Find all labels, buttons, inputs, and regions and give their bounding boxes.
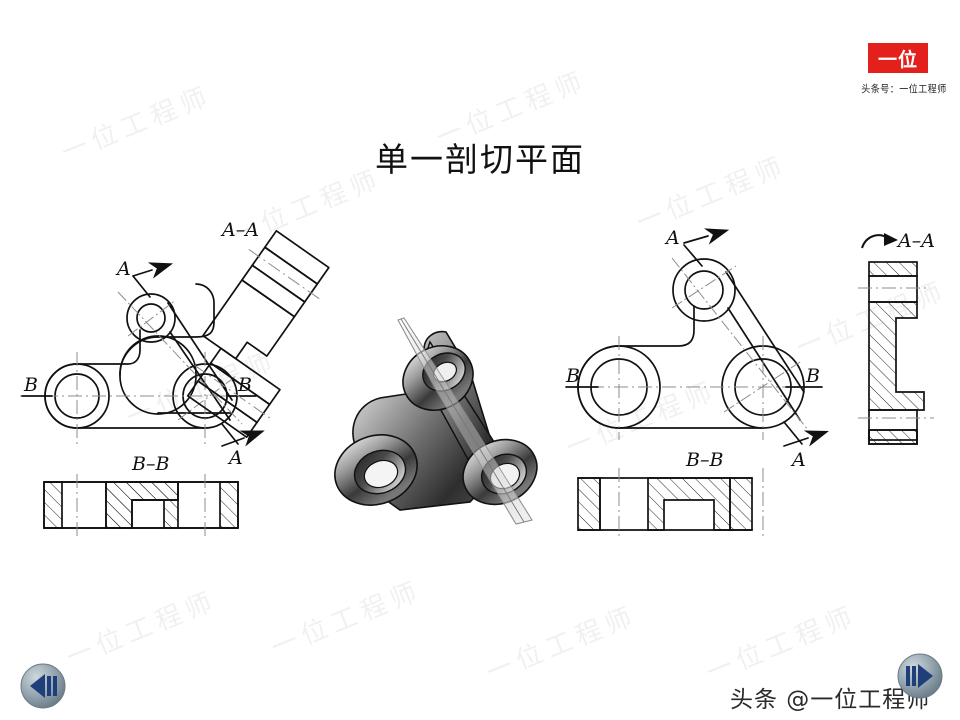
pause-bar-icon (53, 676, 57, 696)
next-triangle-icon (918, 664, 933, 688)
section-label-b-left: B (23, 374, 38, 396)
page-title: 单一剖切平面 (375, 140, 585, 179)
drawing-left-aa-section: A–A (186, 219, 330, 439)
section-view-label-aa: A–A (896, 230, 935, 252)
rotation-arrow-icon (861, 233, 898, 249)
drawing-right-main-view: B B A A (565, 227, 829, 471)
section-label-a-bottom: A (790, 449, 806, 471)
previous-slide-button[interactable] (20, 663, 66, 709)
brand-logo-caption: 头条号：一位工程师 (861, 84, 947, 96)
drawing-right-bb-section: B–B (577, 449, 764, 540)
brand-logo: 一位 (868, 43, 928, 73)
section-view-label-bb: B–B (685, 449, 723, 471)
drawing-left-bb-section: B–B (43, 453, 239, 536)
section-label-b-right: B (805, 365, 820, 387)
section-label-a-bottom: A (227, 447, 243, 469)
pause-bar-icon (47, 676, 51, 696)
model-3d-isometric (334, 317, 538, 525)
brand-watermark-bottom: 头条 @一位工程师 (730, 687, 931, 713)
brand-logo-text: 一位 (877, 48, 918, 71)
drawing-right-aa-section: A–A (858, 230, 935, 445)
section-label-a-top: A (115, 258, 131, 280)
section-label-b-right: B (237, 374, 252, 396)
section-label-a-top: A (664, 227, 680, 249)
pause-bar-icon (912, 666, 916, 686)
section-view-label-aa: A–A (220, 219, 259, 241)
section-view-label-bb: B–B (131, 453, 169, 475)
pause-bar-icon (906, 666, 910, 686)
drawing-left-main-view: B B A A (20, 258, 265, 469)
prev-triangle-icon (30, 674, 45, 698)
section-label-b-left: B (565, 365, 580, 387)
next-slide-button[interactable] (897, 653, 943, 699)
